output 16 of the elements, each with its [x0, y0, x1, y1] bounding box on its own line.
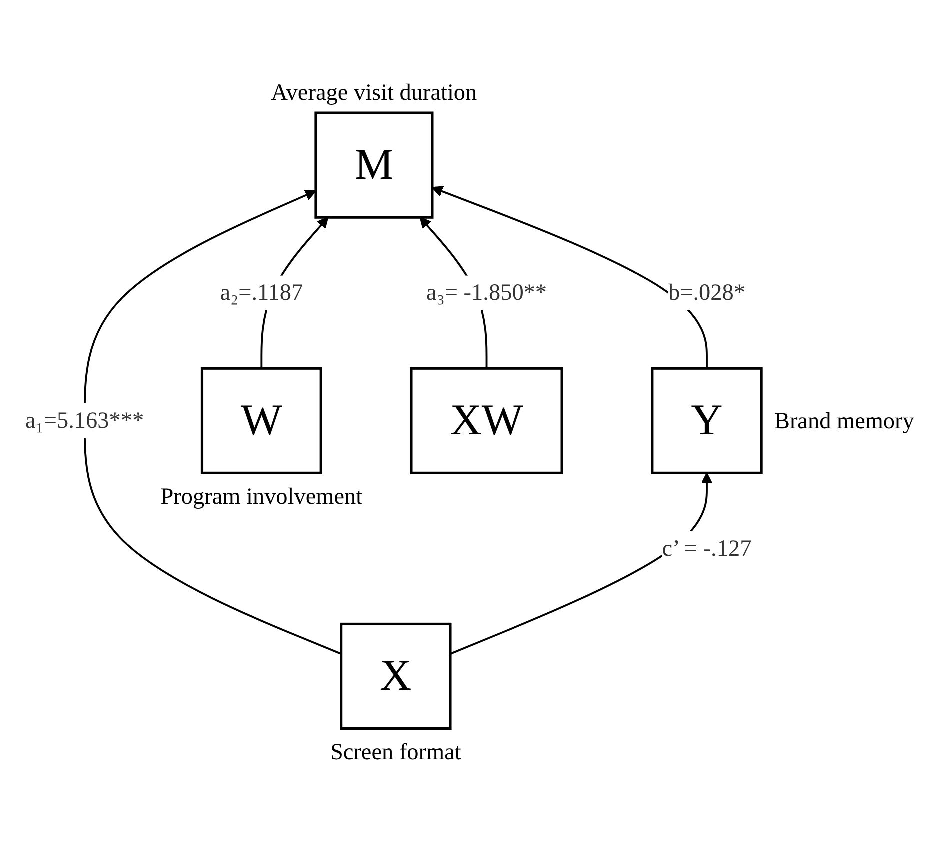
node-box: X: [340, 622, 452, 730]
edge-label: a₂=.1187: [220, 279, 304, 306]
edge-label: a₃= -1.850**: [426, 279, 548, 306]
arrow: [432, 186, 708, 368]
node-box: Y: [651, 367, 763, 474]
node-box: W: [200, 367, 322, 474]
edge-label: c’ = -.127: [662, 534, 752, 561]
node-caption: Brand memory: [774, 408, 914, 434]
node-box: M: [314, 112, 434, 219]
edge-label: a₁=5.163***: [25, 407, 144, 433]
edge-label: b=.028*: [668, 279, 746, 306]
arrow: [84, 190, 342, 655]
node-box: XW: [410, 367, 564, 474]
node-caption: Screen format: [330, 740, 462, 766]
node-caption: Average visit duration: [271, 80, 478, 106]
node-caption: Program involvement: [160, 484, 363, 510]
